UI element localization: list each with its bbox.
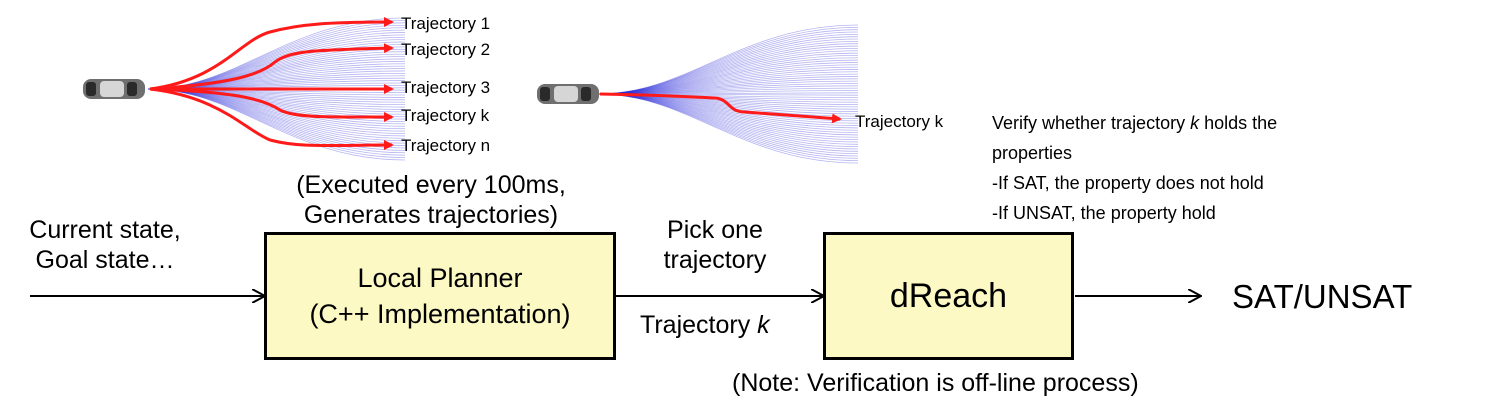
fan-line	[597, 40, 859, 95]
input-line-2: Goal state…	[35, 246, 175, 274]
fan-line	[597, 55, 859, 95]
trajectory-2-path	[149, 43, 394, 91]
pick-trajectory-label: Pick one trajectory	[640, 215, 790, 275]
local-planner-subtitle: (C++ Implementation)	[309, 299, 571, 329]
pick-line-2: trajectory	[663, 246, 767, 274]
trajectory-n-path	[149, 87, 394, 151]
car-icon-left	[83, 79, 145, 99]
fan-line	[597, 93, 859, 145]
trajectory-n-label: Trajectory n	[401, 136, 491, 155]
planner-note-line-2: Generates trajectories)	[303, 201, 559, 229]
fan-line	[597, 93, 859, 159]
verify-line-4: -If UNSAT, the property hold	[992, 203, 1216, 223]
fan-line	[597, 66, 859, 95]
fan-line	[597, 73, 859, 95]
local-planner-box: Local Planner (C++ Implementation)	[264, 232, 616, 360]
fan-line	[597, 47, 859, 95]
fan-line	[597, 93, 859, 155]
fan-line	[597, 31, 859, 95]
verify-line-3: -If SAT, the property does not hold	[992, 173, 1264, 193]
fan-line	[597, 93, 859, 148]
fan-line	[597, 36, 859, 95]
input-line-1: Current state,	[29, 216, 181, 244]
trajectory-1-path	[149, 17, 394, 91]
output-label: SAT/UNSAT	[1232, 278, 1413, 315]
fan-line	[147, 88, 406, 156]
verification-description: Verify whether trajectory k holds the pr…	[992, 108, 1277, 228]
trajectory-k-path	[149, 87, 394, 123]
trajectory-1-label: Trajectory 1	[401, 14, 491, 33]
fan-line	[597, 93, 859, 164]
fan-line	[597, 62, 859, 95]
trajectory-k-label: Trajectory k	[401, 106, 490, 125]
fan-line	[597, 69, 859, 95]
verify-line-2: properties	[992, 143, 1073, 163]
fan-line	[147, 88, 406, 161]
verification-note: (Note: Verification is off-line process)	[732, 369, 1139, 397]
fan-line	[147, 88, 406, 158]
local-planner-title: Local Planner	[357, 263, 523, 293]
car-icon-right	[537, 84, 599, 104]
input-description: Current state, Goal state…	[10, 215, 200, 275]
fan-line	[147, 88, 406, 154]
trajectory-2-label: Trajectory 2	[401, 40, 491, 59]
fan-line	[597, 93, 859, 157]
verify-line-1: Verify whether trajectory k holds the	[992, 113, 1278, 133]
fan-line	[597, 45, 859, 95]
fan-line	[597, 50, 859, 95]
planner-note: (Executed every 100ms, Generates traject…	[276, 170, 586, 230]
fan-line	[597, 52, 859, 95]
fan-line	[597, 43, 859, 95]
fan-line	[597, 29, 859, 95]
fan-line	[597, 93, 859, 150]
fan-line	[597, 64, 859, 95]
planner-note-line-1: (Executed every 100ms,	[296, 171, 566, 199]
fan-line	[597, 24, 859, 95]
fan-line	[597, 26, 859, 95]
fan-line	[597, 33, 859, 95]
fan-line	[597, 71, 859, 95]
selected-trajectory-label: Trajectory k	[855, 112, 944, 131]
edge-trajectory-k-label: Trajectory k	[640, 311, 770, 339]
fan-line	[597, 59, 859, 95]
left-red-trajectories	[149, 17, 394, 151]
fan-line	[597, 38, 859, 95]
dreach-label: dReach	[889, 277, 1008, 315]
trajectory-3-label: Trajectory 3	[401, 78, 491, 97]
fan-line	[597, 93, 859, 152]
dreach-box: dReach	[823, 232, 1074, 360]
pick-line-1: Pick one	[667, 216, 763, 244]
fan-line	[597, 93, 859, 162]
selected-trajectory-path	[599, 92, 842, 124]
fan-line	[597, 57, 859, 95]
